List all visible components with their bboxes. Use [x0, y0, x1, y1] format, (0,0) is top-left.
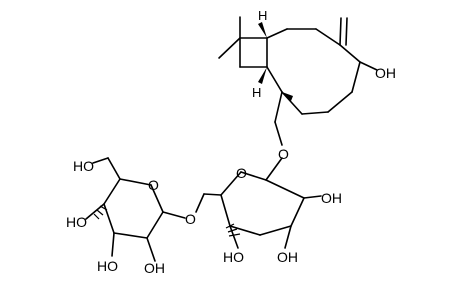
hash-bond: [93, 205, 108, 220]
bond: [103, 178, 121, 205]
bond: [339, 44, 361, 63]
bond: [339, 17, 342, 46]
bond: [229, 225, 261, 236]
bond: [146, 237, 156, 262]
hydroxyl-label: HO: [223, 249, 244, 265]
hydroxyl-label: HO: [66, 214, 87, 230]
bond: [229, 225, 239, 249]
hydroxyl-label: HO: [97, 258, 118, 274]
bond: [111, 232, 115, 257]
oxygen-label: O: [236, 165, 247, 181]
hash-bond: [225, 223, 241, 237]
hydroxyl-label: OH: [375, 65, 396, 81]
oxygen-label: O: [185, 211, 196, 227]
bond: [359, 61, 378, 71]
glucose-ring: [195, 157, 322, 249]
bond: [351, 61, 361, 93]
bond: [265, 179, 305, 199]
bond: [146, 211, 164, 239]
bond: [274, 91, 283, 123]
wedge-bond: [282, 92, 293, 101]
bond: [240, 171, 267, 181]
bond: [195, 193, 205, 213]
bond: [203, 193, 222, 196]
bond: [301, 111, 329, 115]
bond: [266, 28, 288, 39]
bond: [103, 203, 115, 234]
wedge-bond: [258, 67, 267, 84]
atom-labels: OH O OH OH HO O O HO O HO HO OH H H: [66, 8, 396, 276]
bond: [107, 157, 121, 180]
bond: [266, 66, 283, 93]
oxygen-label: O: [148, 177, 159, 193]
bond: [150, 184, 164, 213]
bond: [220, 171, 242, 196]
bicyclic-core: [218, 16, 378, 146]
bond: [259, 225, 292, 236]
bond: [92, 157, 109, 164]
oxygen-label: O: [278, 146, 289, 162]
wedge-bond: [258, 22, 267, 38]
bond: [113, 232, 148, 239]
bond: [218, 37, 241, 59]
bond: [265, 157, 283, 181]
bond: [162, 211, 186, 219]
bond: [119, 178, 152, 186]
bond: [274, 121, 283, 146]
bond: [315, 28, 341, 46]
bond: [281, 91, 303, 115]
galactose-ring: [85, 157, 186, 262]
hydrogen-label: H: [252, 85, 261, 100]
hydroxyl-label: OH: [277, 249, 298, 265]
bond: [303, 195, 322, 199]
bond: [284, 225, 292, 249]
hydroxyl-label: HO: [73, 158, 94, 174]
bond: [345, 17, 348, 46]
bond: [327, 91, 353, 113]
hydroxyl-label: OH: [144, 260, 165, 276]
bond: [220, 194, 231, 227]
hydrogen-label: H: [258, 8, 267, 23]
hydroxyl-label: OH: [321, 190, 342, 206]
bond: [290, 197, 305, 227]
